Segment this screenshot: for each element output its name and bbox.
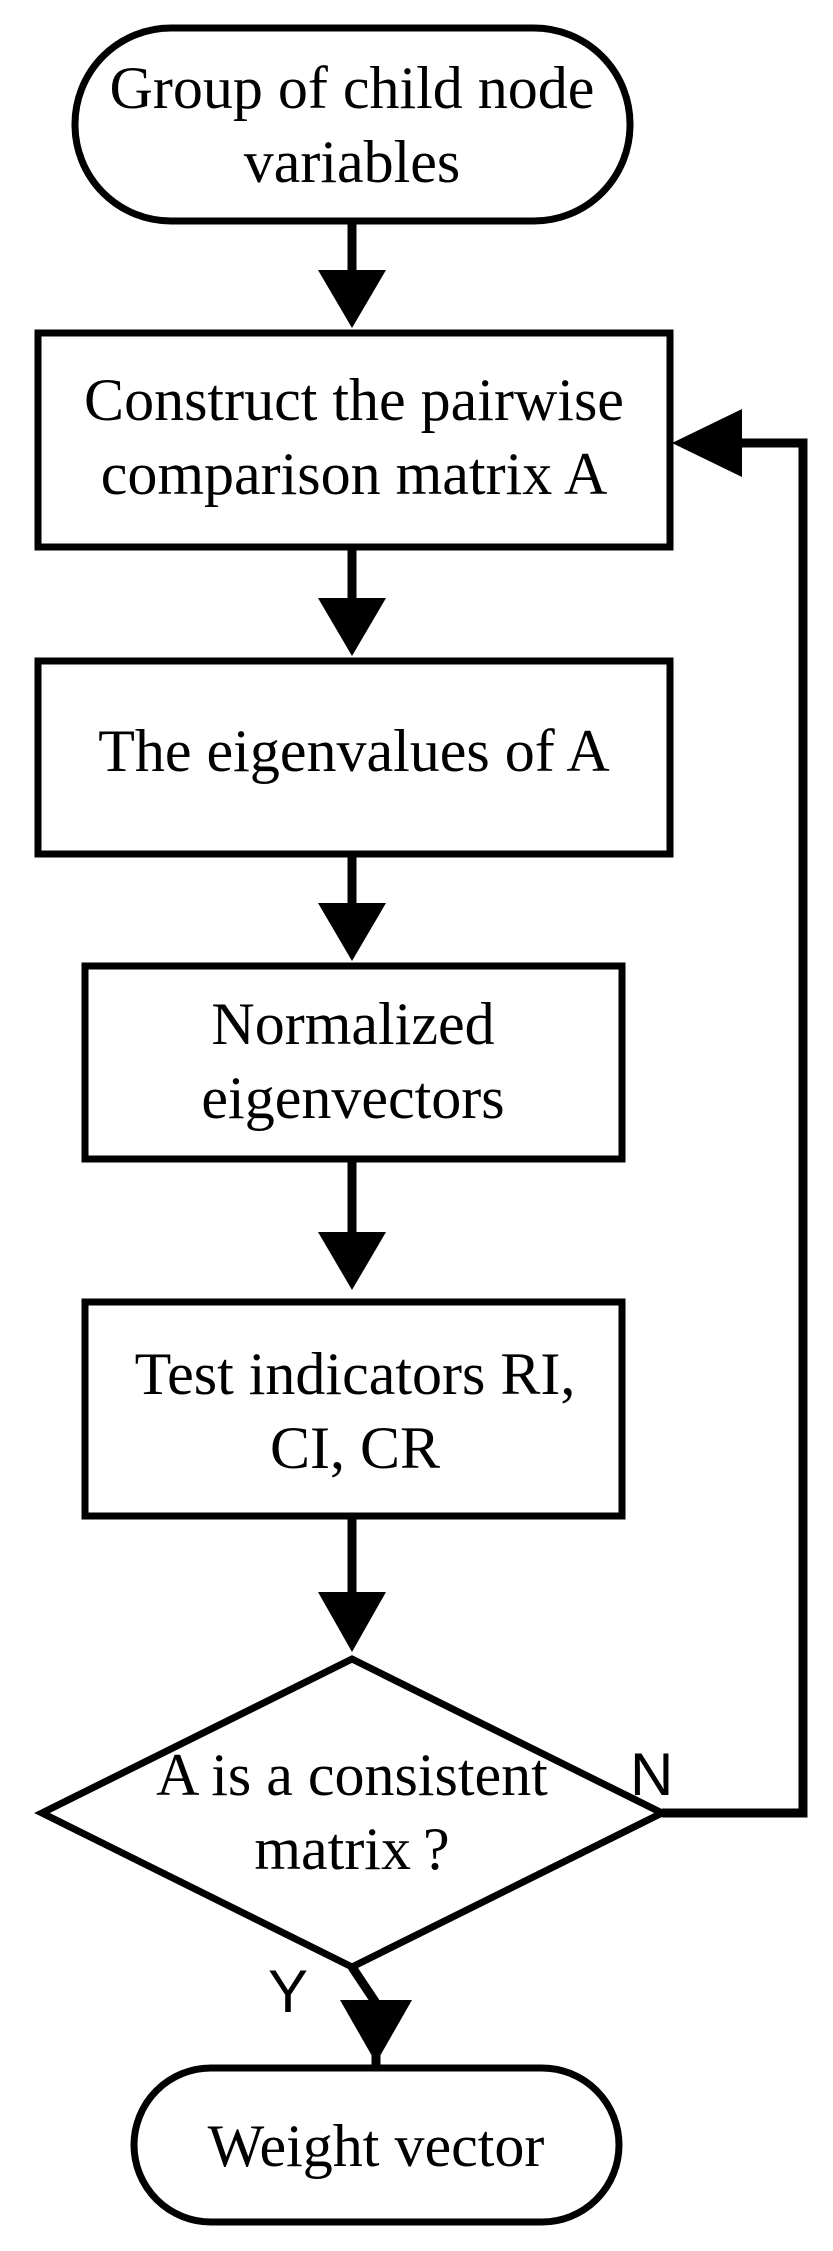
arrow-start-to-construct (318, 221, 386, 328)
step-eigenvalues-line1: The eigenvalues of A (98, 718, 610, 784)
end-terminator: Weight vector (130, 2064, 623, 2226)
step-normalized-line2: eigenvectors (201, 1065, 504, 1131)
arrow-construct-to-eigenvalues (318, 547, 386, 656)
decision-consistent-matrix: A is a consistent matrix ? (34, 1655, 670, 1971)
step-normalized-eigenvectors: Normalized eigenvectors (81, 962, 626, 1163)
decision-diamond (34, 1655, 670, 1971)
step-construct-matrix: Construct the pairwise comparison matrix… (34, 329, 674, 551)
decision-line1: A is a consistent (156, 1742, 548, 1808)
arrow-test-to-decision (318, 1516, 386, 1652)
step-normalized-box (81, 962, 626, 1163)
branch-yes-label: Y (268, 1958, 308, 2025)
end-terminator-shape (130, 2064, 623, 2226)
step-test-box (81, 1298, 626, 1520)
branch-no-loop: N (630, 409, 808, 1818)
step-eigenvalues-box (34, 657, 674, 858)
start-terminator: Group of child node variables (71, 24, 634, 225)
arrow-eigenvalues-to-normalized (318, 854, 386, 961)
end-label-line1: Weight vector (208, 2113, 545, 2179)
arrow-normalized-to-test (318, 1159, 386, 1290)
step-eigenvalues: The eigenvalues of A (34, 657, 674, 858)
step-construct-line1: Construct the pairwise (84, 367, 624, 433)
branch-no-label: N (630, 1741, 673, 1808)
decision-line2: matrix ? (254, 1816, 449, 1882)
step-normalized-line1: Normalized (211, 991, 494, 1057)
step-test-line1: Test indicators RI, (135, 1341, 576, 1407)
step-construct-box (34, 329, 674, 551)
step-construct-line2: comparison matrix A (101, 441, 608, 507)
start-label-line2: variables (244, 129, 461, 195)
start-label-line1: Group of child node (110, 55, 595, 121)
step-test-indicators: Test indicators RI, CI, CR (81, 1298, 626, 1520)
step-test-line2: CI, CR (270, 1415, 440, 1481)
branch-yes: Y (268, 1958, 412, 2068)
